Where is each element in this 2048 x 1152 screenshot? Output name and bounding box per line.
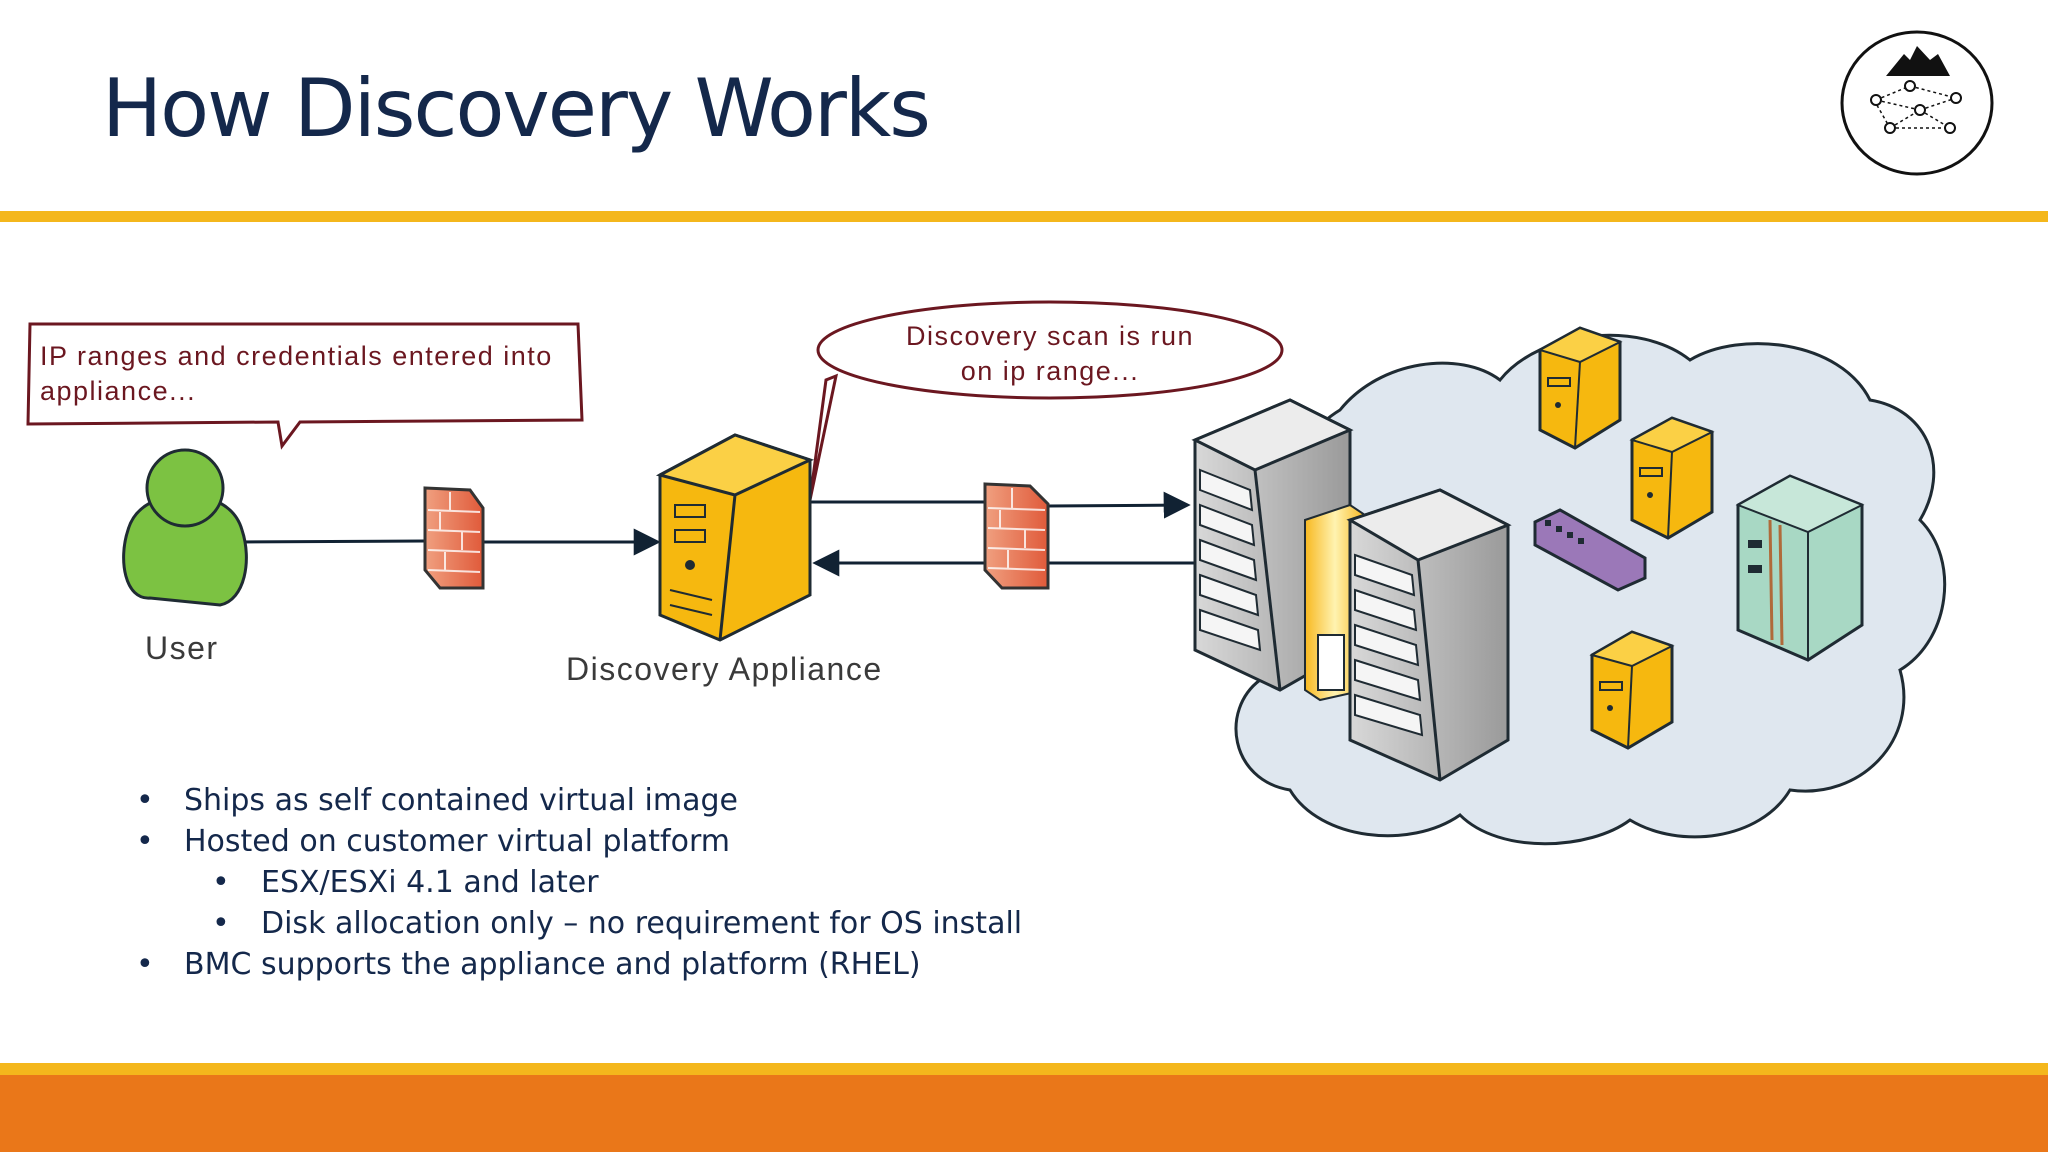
- user-icon: [122, 448, 248, 607]
- footer-band: [0, 1075, 2048, 1152]
- server-icon: [1589, 630, 1675, 750]
- scan-callout-text: Discovery scan is run on ip range...: [820, 319, 1280, 389]
- mountain-network-logo-icon: [1840, 30, 1994, 176]
- credentials-callout-box: [26, 322, 584, 450]
- bullet-dot: •: [136, 947, 154, 982]
- scan-callout-line: Discovery scan is run: [905, 321, 1195, 351]
- user-label: User: [145, 630, 219, 666]
- bullet-dot: •: [212, 865, 230, 900]
- footer-accent-line: [0, 1063, 2048, 1075]
- storage-cabinet-icon: [1735, 474, 1865, 662]
- bullet-text: Hosted on customer virtual platform: [184, 824, 730, 859]
- server-icon: [1537, 326, 1623, 450]
- scan-callout-line: on ip range...: [960, 356, 1140, 386]
- firewall-icon: [423, 486, 485, 590]
- network-switch-icon: [1533, 508, 1647, 592]
- rack-server-icon: [1346, 488, 1512, 782]
- firewall-to-network-arrow: [1047, 491, 1191, 519]
- title-underline: [0, 211, 2048, 222]
- server-icon: [1629, 416, 1715, 540]
- bullet-text: Ships as self contained virtual image: [184, 783, 738, 818]
- server-icon: [655, 433, 815, 642]
- bullet-text: Disk allocation only – no requirement fo…: [261, 906, 1023, 941]
- bullet-text: BMC supports the appliance and platform …: [184, 947, 921, 982]
- scan-callout-bubble: [808, 300, 1284, 501]
- credentials-callout-line: IP ranges and credentials entered into: [40, 341, 553, 371]
- bullet-text: ESX/ESXi 4.1 and later: [261, 865, 599, 900]
- user-to-firewall-line: [239, 539, 426, 544]
- bullet-dot: •: [136, 824, 154, 859]
- appliance-label: Discovery Appliance: [566, 651, 883, 687]
- credentials-callout-line: appliance...: [40, 376, 197, 406]
- credentials-callout-text: IP ranges and credentials entered into a…: [40, 339, 553, 409]
- firewall-icon: [983, 482, 1050, 590]
- bullet-dot: •: [212, 906, 230, 941]
- slide-title: How Discovery Works: [102, 62, 931, 155]
- bullet-dot: •: [136, 783, 154, 818]
